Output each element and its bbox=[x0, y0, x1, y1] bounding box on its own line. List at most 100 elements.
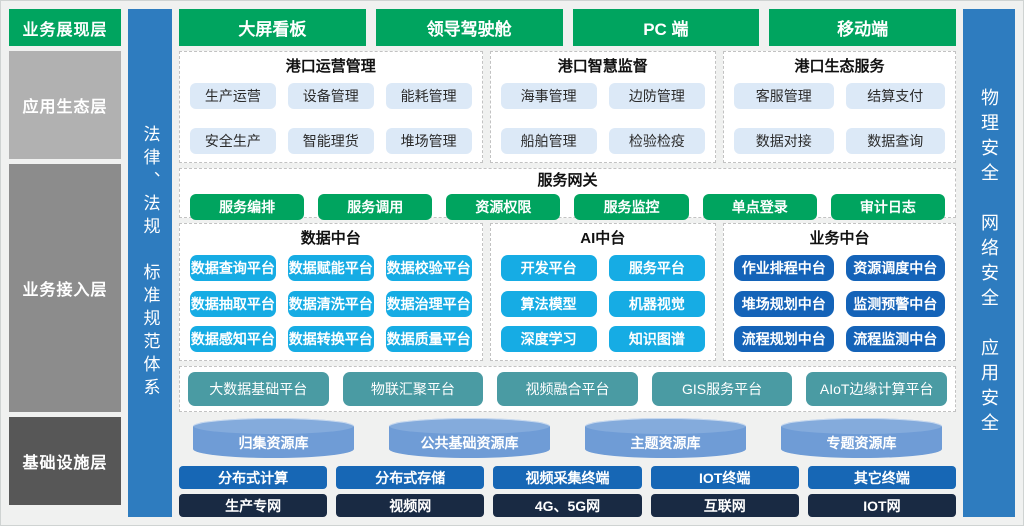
group-ai-platform: AI中台 开发平台服务平台算法模型机器视觉深度学习知识图谱 bbox=[489, 223, 717, 361]
database-label: 公共基础资源库 bbox=[420, 435, 519, 451]
channel-box: 领导驾驶舱 bbox=[375, 9, 563, 46]
platform-chip: 数据查询平台 bbox=[190, 255, 276, 281]
base-platform-chip: GIS服务平台 bbox=[651, 372, 793, 406]
application-groups-row: 港口运营管理 生产运营设备管理能耗管理安全生产智能理货堆场管理 港口智慧监督 海… bbox=[179, 51, 956, 163]
channel-box: 大屏看板 bbox=[179, 9, 366, 46]
platform-chip: 流程监测中台 bbox=[845, 326, 945, 352]
database-cylinder: 公共基础资源库 bbox=[389, 418, 550, 458]
group-items: 海事管理边防管理船舶管理检验检疫 bbox=[500, 83, 706, 154]
base-platform-chip: 物联汇聚平台 bbox=[342, 372, 484, 406]
platform-chip: 作业排程中台 bbox=[734, 255, 834, 281]
service-gateway-box: 服务网关 服务编排服务调用资源权限服务监控单点登录审计日志 bbox=[179, 168, 956, 220]
base-platform-box: 大数据基础平台物联汇聚平台视频融合平台 GIS服务平台 AIoT边缘计算平台 bbox=[179, 366, 956, 412]
database-cell: 归集资源库 bbox=[179, 417, 368, 461]
network-chip: 生产专网 bbox=[179, 494, 328, 517]
network-chip: IOT网 bbox=[807, 494, 957, 517]
platform-chip: 流程规划中台 bbox=[734, 326, 834, 352]
module-chip: 智能理货 bbox=[287, 128, 374, 154]
terminal-chip: IOT终端 bbox=[650, 466, 799, 489]
channel-box: 移动端 bbox=[769, 9, 956, 46]
gateway-title: 服务网关 bbox=[537, 172, 598, 189]
module-chip: 数据查询 bbox=[845, 128, 945, 154]
module-chip: 边防管理 bbox=[608, 83, 706, 109]
group-items: 生产运营设备管理能耗管理安全生产智能理货堆场管理 bbox=[190, 83, 472, 154]
database-cylinder: 归集资源库 bbox=[193, 418, 354, 458]
platform-chip: 数据转换平台 bbox=[287, 326, 374, 352]
gateway-chip: 服务调用 bbox=[318, 194, 433, 220]
module-chip: 结算支付 bbox=[845, 83, 945, 109]
platform-chip: 堆场规划中台 bbox=[734, 290, 834, 317]
base-platform-chip: AIoT边缘计算平台 bbox=[806, 372, 947, 406]
group-data-platform: 数据中台 数据查询平台数据赋能平台数据校验平台数据抽取平台数据清洗平台数据治理平… bbox=[179, 223, 483, 361]
terminal-chip: 视频采集终端 bbox=[493, 466, 642, 489]
layer-label-app-ecosystem: 应用生态层 bbox=[9, 51, 121, 159]
gateway-chip: 服务监控 bbox=[574, 194, 689, 220]
layer-label-infrastructure: 基础设施层 bbox=[9, 417, 121, 505]
group-port-operation: 港口运营管理 生产运营设备管理能耗管理安全生产智能理货堆场管理 bbox=[179, 51, 483, 163]
platform-chip: 资源调度中台 bbox=[845, 255, 945, 281]
database-cylinder: 主题资源库 bbox=[585, 418, 746, 458]
module-chip: 安全生产 bbox=[190, 128, 276, 154]
base-platform-chip: 视频融合平台 bbox=[497, 372, 638, 406]
database-row: 归集资源库 公共基础资源库 主题资源库 专题资 bbox=[179, 417, 956, 461]
database-cell: 公共基础资源库 bbox=[375, 417, 564, 461]
platform-chip: 数据赋能平台 bbox=[287, 255, 374, 281]
module-chip: 船舶管理 bbox=[500, 128, 597, 154]
gateway-chip: 单点登录 bbox=[702, 194, 817, 220]
layer-label-business-access: 业务接入层 bbox=[9, 164, 121, 412]
module-chip: 检验检疫 bbox=[608, 128, 706, 154]
platform-chip: 数据感知平台 bbox=[190, 326, 276, 352]
channel-box: PC 端 bbox=[572, 9, 760, 46]
terminal-chip: 分布式计算 bbox=[179, 466, 328, 489]
module-chip: 能耗管理 bbox=[385, 83, 472, 109]
database-label: 专题资源库 bbox=[826, 435, 897, 451]
platform-chip: 监测预警中台 bbox=[845, 290, 945, 317]
group-business-platform: 业务中台 作业排程中台资源调度中台堆场规划中台监测预警中台流程规划中台流程监测中… bbox=[723, 223, 956, 361]
platform-chip: 数据质量平台 bbox=[385, 326, 472, 352]
base-platform-items: 大数据基础平台物联汇聚平台视频融合平台 GIS服务平台 AIoT边缘计算平台 bbox=[188, 372, 947, 406]
layer-label-presentation: 业务展现层 bbox=[9, 9, 121, 46]
group-title: 港口生态服务 bbox=[794, 58, 885, 75]
group-eco-service: 港口生态服务 客服管理结算支付数据对接数据查询 bbox=[723, 51, 956, 163]
legal-standards-bar: 法律、法规 标准规范体系 bbox=[128, 9, 172, 517]
gateway-chip: 审计日志 bbox=[830, 194, 945, 220]
security-bar: 物理安全 网络安全 应用安全 bbox=[963, 9, 1015, 517]
platform-chip: 开发平台 bbox=[500, 255, 597, 281]
group-title: 港口运营管理 bbox=[285, 58, 376, 75]
gateway-items: 服务编排服务调用资源权限服务监控单点登录审计日志 bbox=[190, 194, 945, 220]
network-chip: 视频网 bbox=[336, 494, 485, 517]
base-platform-chip: 大数据基础平台 bbox=[188, 372, 329, 406]
group-items: 开发平台服务平台算法模型机器视觉深度学习知识图谱 bbox=[500, 255, 706, 352]
platform-chip: 算法模型 bbox=[500, 290, 597, 317]
module-chip: 设备管理 bbox=[287, 83, 374, 109]
module-chip: 客服管理 bbox=[734, 83, 834, 109]
group-items: 数据查询平台数据赋能平台数据校验平台数据抽取平台数据清洗平台数据治理平台数据感知… bbox=[190, 255, 472, 352]
platform-chip: 机器视觉 bbox=[608, 290, 706, 317]
group-title: 数据中台 bbox=[300, 230, 361, 247]
gateway-chip: 资源权限 bbox=[446, 194, 561, 220]
network-chip: 互联网 bbox=[650, 494, 799, 517]
terminal-chip: 其它终端 bbox=[807, 466, 957, 489]
module-chip: 数据对接 bbox=[734, 128, 834, 154]
platform-chip: 数据校验平台 bbox=[385, 255, 472, 281]
module-chip: 海事管理 bbox=[500, 83, 597, 109]
database-cell: 主题资源库 bbox=[571, 417, 760, 461]
platform-chip: 知识图谱 bbox=[608, 326, 706, 352]
database-cylinder: 专题资源库 bbox=[781, 418, 942, 458]
group-title: 业务中台 bbox=[809, 230, 870, 247]
module-chip: 堆场管理 bbox=[385, 128, 472, 154]
module-chip: 生产运营 bbox=[190, 83, 276, 109]
layer-labels-column: 业务展现层 应用生态层 业务接入层 基础设施层 bbox=[9, 9, 121, 517]
gateway-chip: 服务编排 bbox=[190, 194, 305, 220]
security-bar-text: 物理安全 网络安全 应用安全 bbox=[979, 88, 999, 438]
group-title: AI中台 bbox=[580, 230, 626, 247]
database-cell: 专题资源库 bbox=[767, 417, 956, 461]
platform-chip: 服务平台 bbox=[608, 255, 706, 281]
group-smart-supervision: 港口智慧监督 海事管理边防管理船舶管理检验检疫 bbox=[489, 51, 717, 163]
database-label: 主题资源库 bbox=[630, 435, 701, 451]
